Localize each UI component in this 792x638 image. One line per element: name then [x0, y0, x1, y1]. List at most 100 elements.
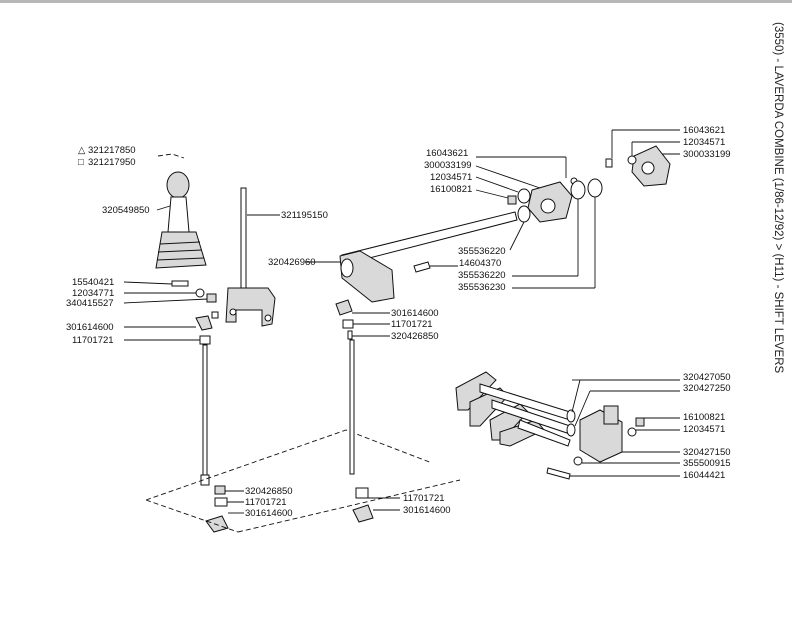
boot-ribs [156, 241, 205, 261]
knob-and-boot [155, 171, 207, 269]
label-knob: 320549850 [102, 205, 150, 216]
rod-left-end [214, 485, 226, 495]
nut-left-top [199, 335, 211, 345]
clamp-upper [603, 405, 619, 425]
label-balljoint-mid-top: 301614600 [391, 308, 439, 319]
page-title: (3550) - LAVERDA COMBINE (1/86-12/92) > … [772, 22, 784, 374]
rod-left-thread [200, 474, 210, 486]
label-bolt-a: 16043621 [426, 148, 468, 159]
bracket-hole-1 [229, 308, 237, 316]
bracket-hole-2 [264, 314, 272, 322]
leader-washer-a [475, 176, 519, 193]
rod-left [202, 344, 208, 476]
rod-mid-thread-top [347, 330, 353, 340]
shaft-lever-body [339, 250, 395, 303]
washer-c [627, 427, 637, 437]
label-bush-2: 355536220 [458, 270, 506, 281]
label-washer-c: 12034571 [683, 424, 725, 435]
label-bolt-b: 16043621 [683, 125, 725, 136]
label-spacer-c: 355500915 [683, 458, 731, 469]
label-clamp: 320427150 [683, 447, 731, 458]
label-nut-c: 16100821 [683, 412, 725, 423]
label-shaft-lever: 320426960 [268, 257, 316, 268]
boot [155, 231, 207, 269]
legend-triangle-symbol: △ [78, 145, 86, 156]
leader-arm-1-diag [571, 379, 581, 413]
label-main-lever: 321195150 [281, 210, 328, 221]
leader-nut-a [475, 189, 509, 199]
top-border [0, 0, 792, 3]
bolt-left [171, 280, 189, 287]
label-nut-left: 340415527 [66, 298, 114, 309]
label-balljoint-left-top: 301614600 [66, 322, 114, 333]
washer-b [627, 155, 637, 165]
balljoint-left-bottom [205, 515, 229, 533]
main-lever [225, 187, 276, 327]
arm-shaft-end-1 [566, 409, 576, 423]
label-pin: 14604370 [459, 258, 501, 269]
lever-stem [167, 196, 190, 233]
label-cap-b: 300033199 [683, 149, 731, 160]
label-bolt-left: 15540421 [72, 277, 114, 288]
label-washer-a: 12034571 [430, 172, 472, 183]
label-balljoint-left-bottom: 301614600 [245, 508, 293, 519]
pin [413, 261, 431, 273]
balljoint-mid-top [335, 299, 353, 316]
spacer-c [573, 456, 583, 466]
bolt-b [605, 158, 613, 168]
knob [166, 171, 190, 199]
legend-square-symbol: □ [78, 157, 84, 168]
label-bolt-c: 16044421 [683, 470, 725, 481]
label-nut-left-top: 11701721 [72, 335, 114, 346]
bush-3 [587, 178, 603, 198]
arm-shaft-3 [517, 419, 571, 447]
bolt-c [546, 467, 571, 480]
bush-2 [570, 180, 586, 200]
dashed-connection [145, 429, 461, 533]
label-nut-mid-top: 11701721 [391, 319, 433, 330]
label-bush-3: 355536230 [458, 282, 506, 293]
washer-a [517, 188, 531, 204]
label-arm-2: 320427250 [683, 383, 731, 394]
label-bush-1: 355536220 [458, 246, 506, 257]
leader-bolt-left [123, 281, 173, 285]
arm-shaft-end-2 [566, 423, 576, 437]
bush-1 [517, 205, 531, 223]
label-nut-left-bottom: 11701721 [245, 497, 287, 508]
rod-mid [349, 339, 355, 475]
shaft-lever-hub [340, 258, 354, 278]
nut-left [206, 293, 217, 303]
label-rod-mid: 320426850 [391, 331, 439, 342]
label-washer-b: 12034571 [683, 137, 725, 148]
nut-mid-bottom [355, 487, 369, 499]
label-nut-mid-bottom: 11701721 [403, 493, 445, 504]
nut-left-bottom [214, 497, 228, 507]
selector-arms [455, 371, 576, 447]
label-balljoint-mid-bottom: 301614600 [403, 505, 451, 516]
nut-c [635, 417, 645, 427]
legend-triangle-part: 321217850 [88, 145, 136, 156]
leader-knob [156, 205, 171, 211]
label-cap-a: 300033199 [424, 160, 472, 171]
legend-leader [157, 153, 185, 159]
lever-bracket [225, 287, 276, 327]
label-arm-1: 320427050 [683, 372, 731, 383]
balljoint-mid-bottom [352, 504, 374, 523]
label-rod-end-left: 320426850 [245, 486, 293, 497]
flange-bearing-b-bore [641, 161, 655, 175]
leader-cap-a [475, 165, 541, 189]
nut-mid-top [342, 319, 354, 329]
main-lever-rod [240, 187, 247, 289]
washer-left [195, 288, 205, 298]
leader-arm-2-diag [574, 390, 591, 427]
legend-square-part: 321217950 [88, 157, 136, 168]
flange-bearing-a-bore [540, 198, 556, 214]
balljoint-left-top [195, 315, 213, 331]
leader-bush-1 [509, 221, 525, 251]
label-nut-a: 16100821 [430, 184, 472, 195]
arm-plate-1 [455, 371, 497, 411]
balljoint-left-pin [211, 311, 219, 319]
leader-nut-left [123, 298, 209, 304]
nut-a [507, 195, 517, 205]
